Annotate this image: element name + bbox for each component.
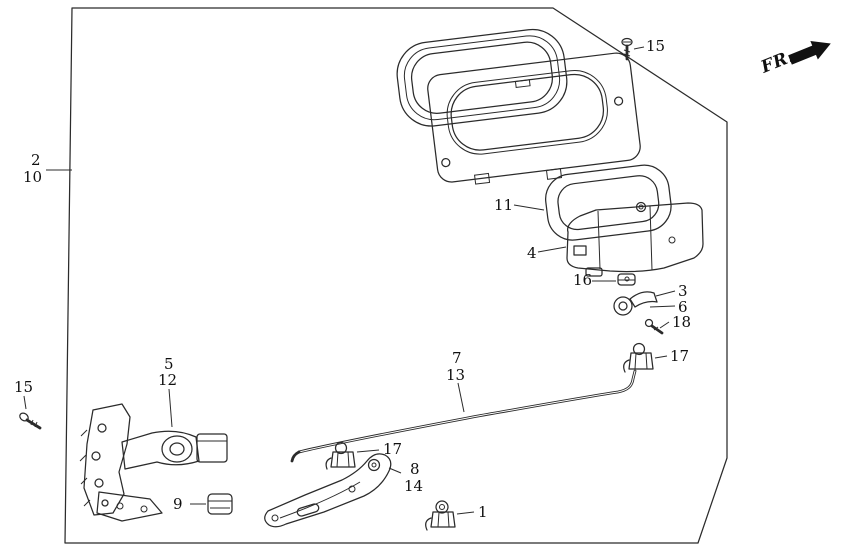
clip-16 [617,273,636,286]
part-label-11: 11 [494,196,514,214]
escutcheon-plate [427,52,641,185]
knob-3-6 [613,291,658,316]
fr-arrow-icon [788,40,831,65]
seal-ring-11 [545,164,672,241]
leader-lines [23,46,676,515]
part-label-14: 14 [404,477,424,495]
clip-1 [425,500,456,531]
part-label-1: 1 [478,503,488,521]
part-label-17-mid: 17 [383,440,403,458]
part-label-12: 12 [158,371,178,389]
screw-15-left-icon [19,412,42,430]
part-label-13: 13 [446,366,466,384]
gasket-ring [396,28,568,127]
part-label-6: 6 [678,298,688,316]
part-label-15-top: 15 [646,37,666,55]
bracket-assembly-5-12 [79,403,228,522]
grommet-9 [207,493,233,515]
part-label-5: 5 [164,355,174,373]
rod-clip-right-17 [623,342,654,373]
handle-case-4 [566,201,704,277]
control-rod-7-13 [290,369,637,463]
part-label-4: 4 [527,244,537,262]
part-label-17-right: 17 [670,347,690,365]
rod-clip-middle-17 [325,441,356,470]
part-label-18: 18 [672,313,692,331]
part-label-3: 3 [678,282,688,300]
part-label-16: 16 [573,271,593,289]
part-label-7: 7 [452,349,462,367]
part-label-9: 9 [173,495,183,513]
lever-8-14 [264,453,392,528]
screw-18-icon [644,318,664,335]
part-label-15-left: 15 [14,378,34,396]
part-label-8: 8 [410,460,420,478]
border-outline [64,7,728,544]
part-label-2: 2 [31,151,41,169]
part-label-10: 10 [23,168,43,186]
screw-15-top-icon [621,37,633,61]
